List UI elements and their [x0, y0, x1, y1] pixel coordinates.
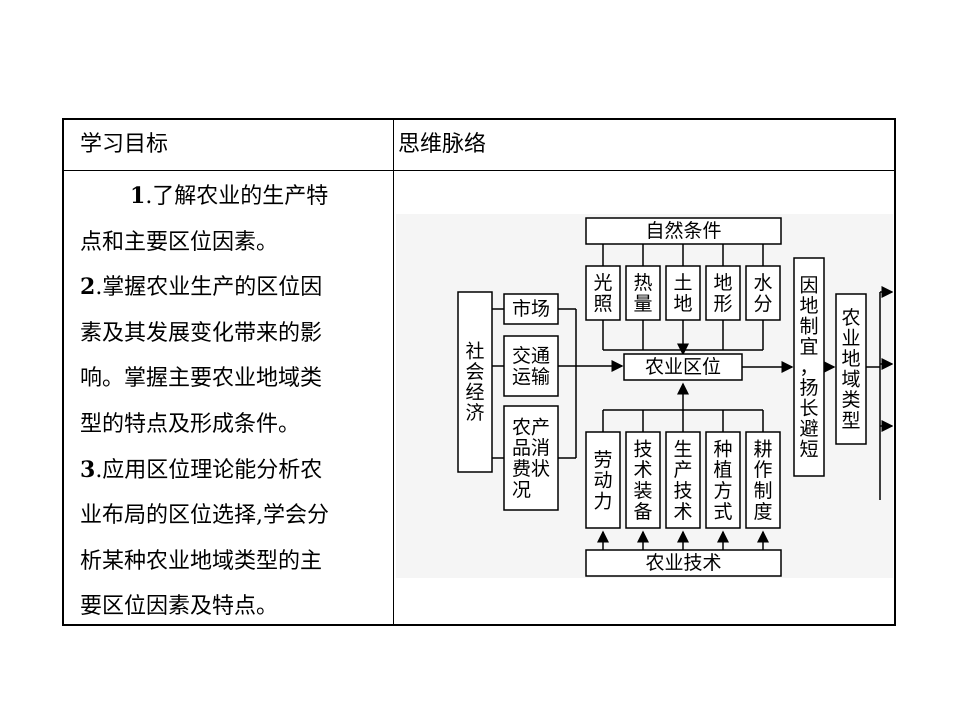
natural-factor-box [745, 265, 781, 321]
tech-factor-box [745, 431, 781, 529]
tech-factor-label: 劳动力 [594, 449, 613, 513]
goal-line: 3.应用区位理论能分析农 [80, 456, 323, 483]
social-factor-transport-label: 交通运输 [512, 345, 550, 388]
goal-line: 响。掌握主要农业地域类 [80, 366, 323, 392]
header-learning-goals: 学习目标 [80, 132, 169, 157]
agri-types-box [835, 293, 867, 445]
goal-line: 业布局的区位选择,学会分 [80, 503, 329, 529]
goal-line: 1.了解农业的生产特 [130, 183, 329, 209]
principle-label: 因地制宜，扬长避短 [799, 274, 818, 460]
natural-factor-label: 水分 [754, 272, 773, 315]
social-factor-consumption-box [503, 405, 559, 511]
tech-factor-label: 生产技术 [674, 438, 693, 523]
agriculture-location-diagram: 自然条件光照热量土地地形水分社会经济 市场交通运输农产品消费状况 农业区位劳动力 技术… [396, 214, 893, 578]
goal-line: 2.掌握农业生产的区位因 [80, 274, 323, 301]
goals-list: 1.了解农业的生产特 点和主要区位因素。 2.掌握农业生产的区位因 素及其发展变… [80, 174, 370, 630]
social-factor-market-label: 市场 [512, 298, 550, 320]
goal-line: 析某种农业地域类型的主 [80, 548, 323, 574]
social-economy-box [457, 291, 493, 473]
natural-factor-label: 地形 [714, 272, 733, 315]
agri-location-box [623, 353, 743, 381]
header-thinking-map: 思维脉络 [398, 132, 487, 157]
tech-factor-box [625, 431, 661, 529]
column-divider [393, 120, 394, 624]
natural-factor-box [585, 265, 621, 321]
social-factor-market-box [503, 293, 559, 325]
natural-factor-label: 土地 [674, 272, 693, 315]
natural-factor-label: 光照 [594, 272, 613, 315]
natural-factor-box [625, 265, 661, 321]
tech-factor-box [585, 431, 621, 529]
tech-factor-label: 耕作制度 [754, 438, 773, 523]
agri-tech-label: 农业技术 [645, 552, 721, 574]
goal-line: 素及其发展变化带来的影 [80, 320, 323, 346]
natural-factor-box [665, 265, 701, 321]
agri-tech-box [585, 549, 782, 577]
natural-conditions-label: 自然条件 [645, 220, 721, 242]
tech-factor-label: 种植方式 [714, 438, 733, 523]
connector-lines [492, 244, 893, 550]
goal-line: 型的特点及形成条件。 [80, 411, 301, 437]
header-divider [64, 170, 894, 171]
natural-factor-box [705, 265, 741, 321]
goal-line: 要区位因素及特点。 [80, 594, 279, 620]
agri-location-label: 农业区位 [645, 356, 721, 378]
natural-conditions-box [585, 217, 782, 245]
social-factor-transport-box [503, 335, 559, 397]
goal-line: 点和主要区位因素。 [80, 229, 279, 255]
tech-factor-box [705, 431, 741, 529]
social-economy-label: 社会经济 [465, 341, 484, 425]
social-factor-consumption-label: 农产品消费状况 [512, 416, 550, 501]
natural-factor-label: 热量 [634, 272, 653, 315]
tech-factor-box [665, 431, 701, 529]
learning-table: 学习目标 思维脉络 1.了解农业的生产特 点和主要区位因素。 2.掌握农业生产的… [62, 118, 896, 626]
agri-types-label: 农业地域类型 [841, 307, 860, 432]
tech-factor-label: 技术装备 [634, 438, 653, 523]
principle-box [793, 257, 825, 477]
